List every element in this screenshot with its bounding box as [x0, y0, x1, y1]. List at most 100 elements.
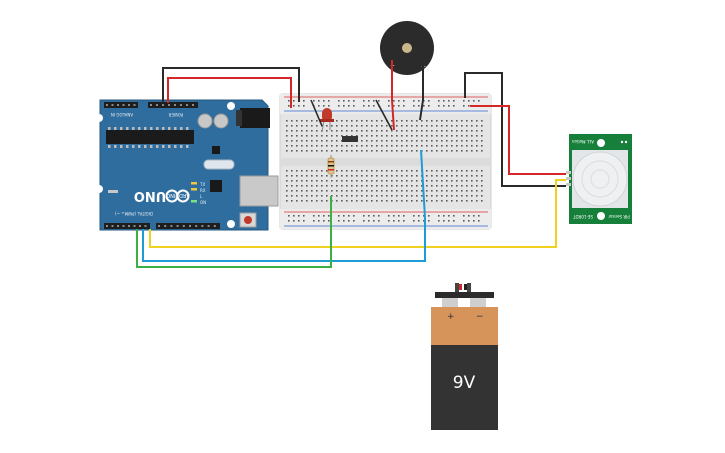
battery-9v[interactable]: + − 9V — [431, 283, 498, 430]
header-pin — [195, 225, 198, 227]
breadboard-hole — [421, 185, 423, 187]
wire-buzzer-plus[interactable] — [391, 60, 395, 131]
power-jack — [240, 108, 270, 128]
breadboard-hole — [301, 180, 303, 182]
breadboard-hole — [461, 180, 463, 182]
breadboard-hole — [346, 125, 348, 127]
breadboard-hole — [353, 220, 355, 222]
breadboard-hole — [326, 140, 328, 142]
breadboard-hole — [451, 140, 453, 142]
breadboard-hole — [431, 185, 433, 187]
breadboard-hole — [451, 120, 453, 122]
breadboard-hole — [388, 105, 390, 107]
breadboard-hole — [306, 170, 308, 172]
wire-yellow-pir-out[interactable] — [149, 179, 566, 248]
wire-buzzer-minus[interactable] — [419, 60, 424, 121]
breadboard-hole — [446, 125, 448, 127]
breadboard-hole — [341, 125, 343, 127]
breadboard-hole — [411, 135, 413, 137]
wire-black-jumper[interactable] — [310, 99, 323, 127]
wire-green-led[interactable] — [136, 196, 332, 268]
breadboard-hole — [481, 175, 483, 177]
breadboard-hole — [416, 140, 418, 142]
breadboard-hole — [451, 170, 453, 172]
breadboard-hole — [306, 185, 308, 187]
breadboard-hole — [451, 125, 453, 127]
breadboard-hole — [398, 100, 400, 102]
pir-dome-ring — [590, 169, 610, 189]
breadboard-hole — [426, 145, 428, 147]
breadboard-hole — [441, 120, 443, 122]
breadboard-hole — [341, 180, 343, 182]
red-led[interactable] — [320, 108, 334, 133]
arduino-uno-board[interactable]: UNO ARDUINO DIGITAL (PWM= ~) POWER ANALO… — [95, 99, 279, 231]
breadboard-hole — [403, 105, 405, 107]
breadboard-hole — [341, 120, 343, 122]
piezo-buzzer[interactable]: + − — [380, 21, 434, 75]
resistor[interactable] — [327, 155, 335, 178]
breadboard-hole — [381, 140, 383, 142]
breadboard-hole — [301, 200, 303, 202]
transistor[interactable] — [342, 136, 358, 142]
header-pin — [168, 104, 170, 106]
pir-sensor[interactable]: ALL Motion SE-10RDT PIR Sensor — [566, 134, 632, 224]
breadboard-hole — [466, 140, 468, 142]
breadboard-hole — [341, 150, 343, 152]
breadboard-hole — [453, 220, 455, 222]
breadboard-hole — [291, 170, 293, 172]
breadboard-hole — [476, 120, 478, 122]
wire-red-pir-vcc[interactable] — [470, 105, 566, 175]
breadboard-hole — [311, 200, 313, 202]
breadboard-hole — [338, 220, 340, 222]
breadboard-hole — [321, 195, 323, 197]
breadboard-hole — [356, 185, 358, 187]
breadboard-hole — [361, 180, 363, 182]
reset-button-cap[interactable] — [244, 216, 252, 224]
breadboard-hole — [291, 150, 293, 152]
breadboard-hole — [336, 130, 338, 132]
breadboard-hole — [373, 220, 375, 222]
wire-blue-buzzer[interactable] — [142, 149, 426, 262]
breadboard-hole — [446, 150, 448, 152]
header-pin — [170, 225, 173, 227]
breadboard-hole — [361, 185, 363, 187]
breadboard-hole — [336, 140, 338, 142]
breadboard-hole — [386, 150, 388, 152]
breadboard-hole — [461, 195, 463, 197]
chip-pin — [162, 145, 165, 148]
led-body — [322, 108, 332, 122]
breadboard-hole — [403, 100, 405, 102]
on-label: ON — [200, 200, 206, 205]
wire-black-jumper[interactable] — [375, 99, 393, 131]
breadboard-hole — [396, 120, 398, 122]
breadboard-hole — [423, 220, 425, 222]
breadboard-hole — [393, 215, 395, 217]
breadboard-hole — [391, 120, 393, 122]
wires — [136, 60, 566, 268]
breadboard-hole — [306, 145, 308, 147]
breadboard-hole — [301, 190, 303, 192]
header-pin — [162, 104, 164, 106]
breadboard-hole — [476, 180, 478, 182]
pir-part-label: SE-10RDT — [572, 214, 592, 219]
breadboard-hole — [463, 220, 465, 222]
wire-black-gnd[interactable] — [162, 67, 300, 103]
breadboard-hole — [436, 195, 438, 197]
breadboard-hole — [466, 150, 468, 152]
breadboard-hole — [456, 200, 458, 202]
breadboard-hole — [376, 175, 378, 177]
wire-black-pir-gnd[interactable] — [464, 72, 566, 187]
breadboard[interactable] — [279, 93, 492, 230]
breadboard-hole — [368, 100, 370, 102]
breadboard-hole — [456, 130, 458, 132]
breadboard-hole — [466, 145, 468, 147]
wire-red-5v[interactable] — [167, 77, 292, 108]
breadboard-hole — [381, 190, 383, 192]
battery-plus-label: + — [447, 312, 455, 322]
breadboard-hole — [296, 125, 298, 127]
pir-dome-ring — [581, 160, 619, 198]
mount-hole-icon — [95, 114, 103, 122]
breadboard-hole — [406, 120, 408, 122]
breadboard-hole — [306, 195, 308, 197]
breadboard-hole — [426, 140, 428, 142]
